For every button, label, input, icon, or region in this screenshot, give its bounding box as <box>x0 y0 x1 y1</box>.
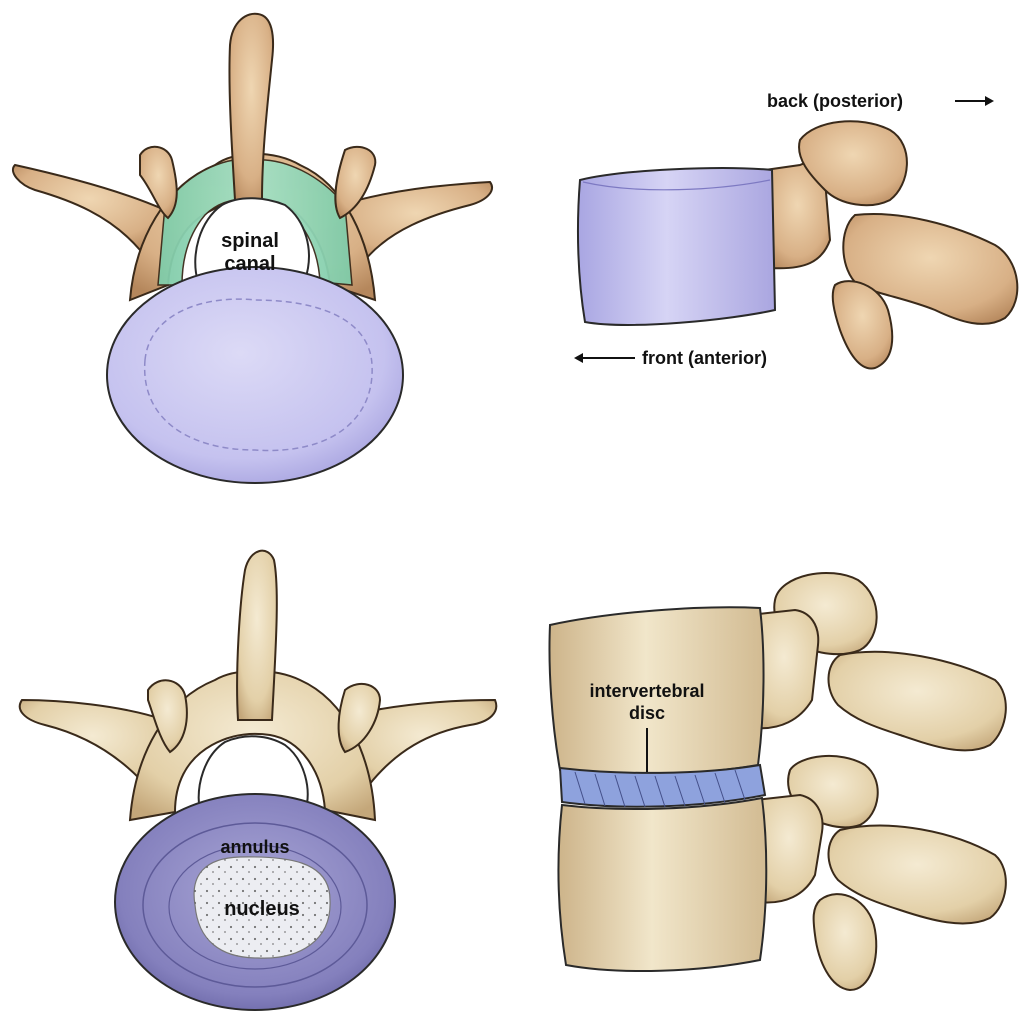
nucleus-label: nucleus <box>224 898 300 920</box>
lower-spinous-process <box>237 551 277 720</box>
top-view-vertebra-disc: annulus nucleus <box>20 551 497 1010</box>
intervertebral-label-2: disc <box>629 703 665 723</box>
lower-vertebral-body <box>559 798 767 971</box>
top-view-vertebra-spinal-canal: spinal canal <box>13 14 492 483</box>
anterior-arrow <box>574 353 635 363</box>
spinal-canal-label-2: canal <box>224 253 275 275</box>
back-posterior-label: back (posterior) <box>767 91 903 111</box>
lateral-view-two-vertebrae: intervertebral disc <box>549 573 1005 990</box>
upper-spinous-process <box>828 652 1005 751</box>
intervertebral-label-1: intervertebral <box>589 681 704 701</box>
lower-inferior-articular <box>814 894 877 990</box>
front-anterior-label: front (anterior) <box>642 348 767 368</box>
annulus-label: annulus <box>220 837 289 857</box>
lateral-vertebral-body <box>578 168 775 325</box>
lateral-view-vertebra: back (posterior) front (anterior) <box>574 91 1017 369</box>
posterior-arrow <box>955 96 994 106</box>
spinal-canal-label-1: spinal <box>221 230 279 252</box>
